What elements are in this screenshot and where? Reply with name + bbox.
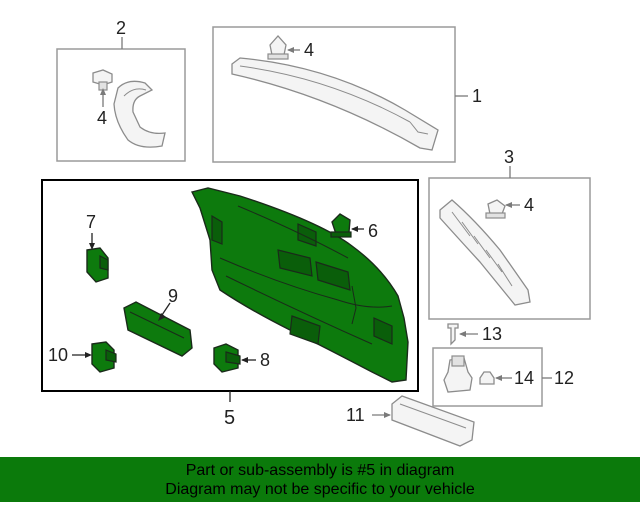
small-cover-7 (86, 247, 109, 283)
banner-line-2: Diagram may not be specific to your vehi… (165, 481, 475, 498)
arrow-head (459, 331, 466, 337)
license-lamp-11 (391, 395, 475, 447)
callout-2: 2 (116, 18, 126, 38)
side-trim-piece (113, 80, 166, 148)
push-clip (267, 35, 289, 60)
callout-5: 5 (224, 407, 235, 429)
arrow-head (100, 88, 106, 95)
small-cover-10 (91, 341, 117, 373)
clip-fastener (92, 69, 113, 91)
callout-11: 11 (346, 405, 365, 425)
arrow-head (158, 313, 166, 321)
arrow-head (495, 375, 502, 381)
group-2-box (56, 48, 186, 162)
callout-7: 7 (86, 212, 96, 232)
arrow-head (89, 243, 95, 250)
callout-6: 6 (368, 221, 378, 241)
arrow-head (85, 352, 92, 358)
info-banner: Part or sub-assembly is #5 in diagram Di… (0, 457, 640, 502)
lamp-socket (443, 355, 473, 393)
group-5: 5 6 7 (41, 179, 419, 429)
callout-1: 1 (472, 86, 482, 106)
callout-4b: 4 (304, 40, 314, 60)
pull-handle-cover (123, 301, 193, 357)
arrow-head (351, 226, 358, 232)
callout-13: 13 (482, 324, 502, 344)
callout-14: 14 (514, 368, 534, 388)
callout-4c: 4 (524, 195, 534, 215)
callout-10: 10 (48, 345, 68, 365)
callout-3: 3 (504, 147, 514, 167)
bulb-14 (479, 371, 495, 385)
group-1: 1 4 (212, 26, 482, 163)
group-12-box (432, 347, 543, 407)
arrow-head (384, 412, 391, 418)
callout-8: 8 (260, 350, 270, 370)
screw-13 (447, 323, 459, 346)
arrow-head (241, 357, 248, 363)
callout-12: 12 (554, 368, 574, 388)
arrow-head (287, 47, 294, 53)
group-1-box (212, 26, 456, 163)
pillar-trim-piece (439, 199, 531, 306)
callout-9: 9 (168, 286, 178, 306)
group-3: 3 4 (428, 147, 591, 320)
liftgate-trim-panel (190, 187, 409, 383)
upper-header-trim (231, 57, 439, 151)
callout-4a: 4 (97, 108, 107, 128)
group-12: 12 14 (432, 347, 574, 407)
push-clip (485, 199, 506, 219)
arrow-head (505, 202, 512, 208)
banner-line-1: Part or sub-assembly is #5 in diagram (185, 462, 455, 479)
group-2: 2 4 (56, 18, 186, 162)
small-cover-8 (213, 343, 241, 373)
panel-clip (330, 213, 352, 238)
